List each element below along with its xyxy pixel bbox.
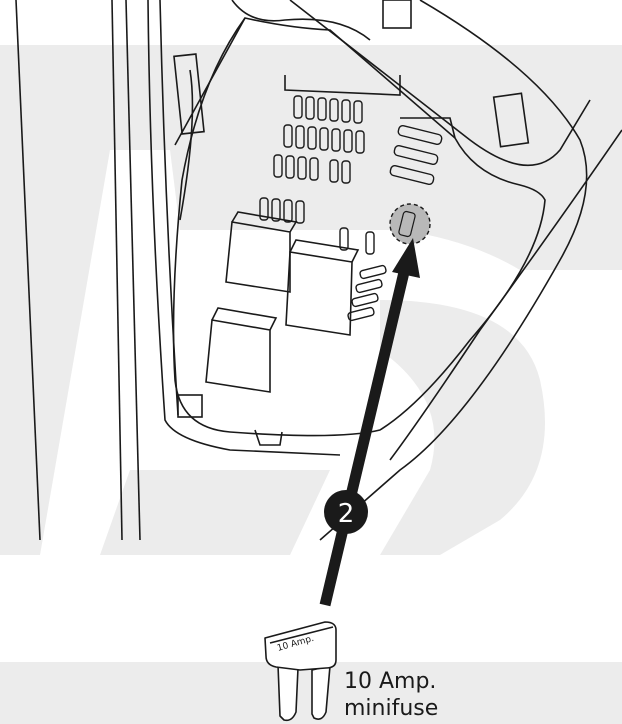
fuse-caption: 10 Amp. minifuse bbox=[344, 668, 484, 722]
target-fuse-slot bbox=[390, 204, 430, 244]
panel-clip-top bbox=[383, 0, 411, 28]
fuse-prong-left bbox=[278, 665, 298, 720]
relay-2 bbox=[286, 252, 352, 335]
caption-line-2: minifuse bbox=[344, 695, 484, 722]
step-badge: 2 bbox=[324, 490, 368, 534]
caption-line-1: 10 Amp. bbox=[344, 668, 484, 695]
background-watermark bbox=[0, 45, 622, 724]
step-number: 2 bbox=[338, 499, 355, 529]
relay-3 bbox=[206, 320, 270, 392]
relay-1 bbox=[226, 222, 290, 292]
